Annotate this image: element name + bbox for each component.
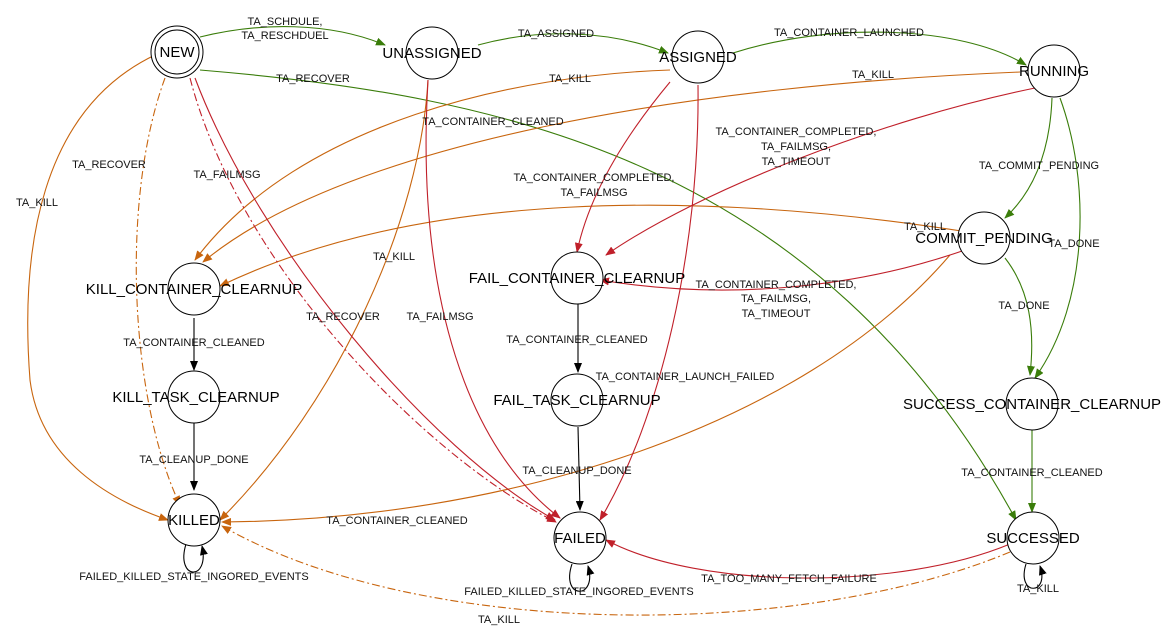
label-ta-cleanup-done-fail: TA_CLEANUP_DONE (522, 465, 631, 477)
label-ta-kill-far-left: TA_KILL (16, 197, 58, 209)
edge-new-failed-failmsg (194, 77, 556, 521)
edge-commit-failcleanup (599, 249, 966, 291)
edge-unassigned-failed (425, 79, 561, 519)
edge-new-failed-recover (189, 77, 557, 523)
label-ta-schdule: TA_SCHDULE, (248, 16, 323, 28)
label-ta-container-launched: TA_CONTAINER_LAUNCHED (774, 27, 924, 39)
state-fail-container-clearnup-label: FAIL_CONTAINER_CLEARNUP (469, 270, 685, 287)
state-failed-label: FAILED (554, 530, 606, 547)
label-ta-reschduel: TA_RESCHDUEL (241, 30, 328, 42)
label-ta-kill-running: TA_KILL (852, 69, 894, 81)
label-tcc-running-3: TA_TIMEOUT (762, 156, 831, 168)
edge-assigned-failcleanup (574, 81, 671, 253)
label-tcc-commit-1: TA_CONTAINER_COMPLETED, (696, 279, 857, 291)
edge-successed-killed (221, 525, 1011, 616)
label-ta-kill-commit: TA_KILL (904, 221, 946, 233)
label-ta-kill-bottom: TA_KILL (478, 614, 520, 626)
state-assigned: ASSIGNED (659, 30, 737, 84)
edge-assigned-killcleanup (194, 69, 671, 261)
state-commit-pending: COMMIT_PENDING (915, 211, 1053, 265)
label-ta-recover-mid: TA_RECOVER (306, 311, 380, 323)
label-ta-commit-pending: TA_COMMIT_PENDING (979, 160, 1099, 172)
label-ta-done-commit: TA_DONE (998, 300, 1049, 312)
edge-new-killed-recover (135, 77, 181, 506)
label-ta-kill-unassigned: TA_KILL (373, 251, 415, 263)
edge-commit-success-cleanup (1004, 257, 1035, 376)
label-tcc-commit-3: TA_TIMEOUT (742, 308, 811, 320)
state-killed-label: KILLED (168, 512, 220, 529)
edge-new-killed (27, 54, 169, 521)
state-new-label: NEW (160, 44, 196, 61)
state-unassigned-label: UNASSIGNED (382, 45, 481, 62)
state-success-container-clearnup-label: SUCCESS_CONTAINER_CLEARNUP (903, 396, 1161, 413)
edge-assigned-failed (599, 84, 699, 521)
state-failed: FAILED (553, 511, 607, 565)
state-assigned-label: ASSIGNED (659, 49, 737, 66)
label-ta-container-cleaned-top: TA_CONTAINER_CLEANED (422, 116, 563, 128)
label-ta-too-many-fetch-failure: TA_TOO_MANY_FETCH_FAILURE (701, 573, 877, 585)
edge-commit-killcleanup (219, 204, 969, 287)
edge-running-success-cleanup (1034, 97, 1081, 379)
label-tcc-commit-2: TA_FAILMSG, (741, 293, 811, 305)
edge-running-commit (1004, 97, 1053, 219)
label-ta-failmsg-mid: TA_FAILMSG (406, 311, 473, 323)
state-kill-task-clearnup: KILL_TASK_CLEARNUP (112, 370, 280, 424)
edge-successed-self (1023, 563, 1047, 589)
label-ta-container-cleaned-fail: TA_CONTAINER_CLEANED (506, 334, 647, 346)
label-ta-container-launch-failed: TA_CONTAINER_LAUNCH_FAILED (596, 371, 775, 383)
label-failed-killed-failed: FAILED_KILLED_STATE_INGORED_EVENTS (464, 586, 693, 598)
edge-killed-self (183, 543, 208, 573)
label-ta-recover-top: TA_RECOVER (276, 73, 350, 85)
state-running-label: RUNNING (1019, 63, 1089, 80)
edge-successed-failed (605, 539, 1011, 579)
label-ta-cleanup-done-kill: TA_CLEANUP_DONE (139, 454, 248, 466)
edge-running-failcleanup (605, 87, 1036, 256)
edge-unassigned-killed (219, 79, 429, 521)
state-kill-container-clearnup: KILL_CONTAINER_CLEARNUP (86, 262, 302, 316)
state-fail-container-clearnup: FAIL_CONTAINER_CLEARNUP (469, 251, 685, 305)
label-ta-container-cleaned-bottom: TA_CONTAINER_CLEANED (326, 515, 467, 527)
state-new: NEW (150, 25, 204, 79)
label-tcc-running-2: TA_FAILMSG, (761, 141, 831, 153)
edge-new-successed-recover (199, 69, 1017, 521)
state-fail-task-clearnup: FAIL_TASK_CLEARNUP (493, 373, 661, 427)
edge-unassigned-assigned (477, 33, 669, 54)
state-success-container-clearnup: SUCCESS_CONTAINER_CLEARNUP (903, 377, 1161, 431)
state-unassigned: UNASSIGNED (382, 26, 482, 80)
state-successed: SUCCESSED (986, 511, 1080, 565)
label-ta-container-cleaned-success: TA_CONTAINER_CLEANED (961, 467, 1102, 479)
label-ta-kill-assigned: TA_KILL (549, 73, 591, 85)
state-fail-task-clearnup-label: FAIL_TASK_CLEARNUP (493, 392, 660, 409)
state-kill-container-clearnup-label: KILL_CONTAINER_CLEARNUP (86, 281, 302, 298)
label-ta-failmsg-left: TA_FAILMSG (193, 169, 260, 181)
state-successed-label: SUCCESSED (986, 530, 1080, 547)
state-killed: KILLED (167, 493, 221, 547)
label-ta-kill-successed-self: TA_KILL (1017, 583, 1059, 595)
edge-assigned-running (732, 31, 1027, 66)
state-running: RUNNING (1019, 44, 1089, 98)
label-ta-assigned: TA_ASSIGNED (518, 28, 594, 40)
label-tcc-assigned-2: TA_FAILMSG (560, 187, 627, 199)
state-kill-task-clearnup-label: KILL_TASK_CLEARNUP (112, 389, 279, 406)
edge-commit-killed (221, 254, 951, 526)
label-ta-container-cleaned-kill: TA_CONTAINER_CLEANED (123, 337, 264, 349)
label-ta-recover-left: TA_RECOVER (72, 159, 146, 171)
edge-failtask-failed (575, 426, 584, 511)
state-commit-pending-label: COMMIT_PENDING (915, 230, 1053, 247)
label-tcc-assigned-1: TA_CONTAINER_COMPLETED, (514, 172, 675, 184)
label-tcc-running-1: TA_CONTAINER_COMPLETED, (716, 126, 877, 138)
label-ta-done-right: TA_DONE (1048, 238, 1099, 250)
label-failed-killed-killed: FAILED_KILLED_STATE_INGORED_EVENTS (79, 571, 308, 583)
edge-running-killcleanup (202, 71, 1021, 263)
edge-failed-self (569, 563, 595, 592)
edge-new-unassigned (199, 26, 386, 46)
